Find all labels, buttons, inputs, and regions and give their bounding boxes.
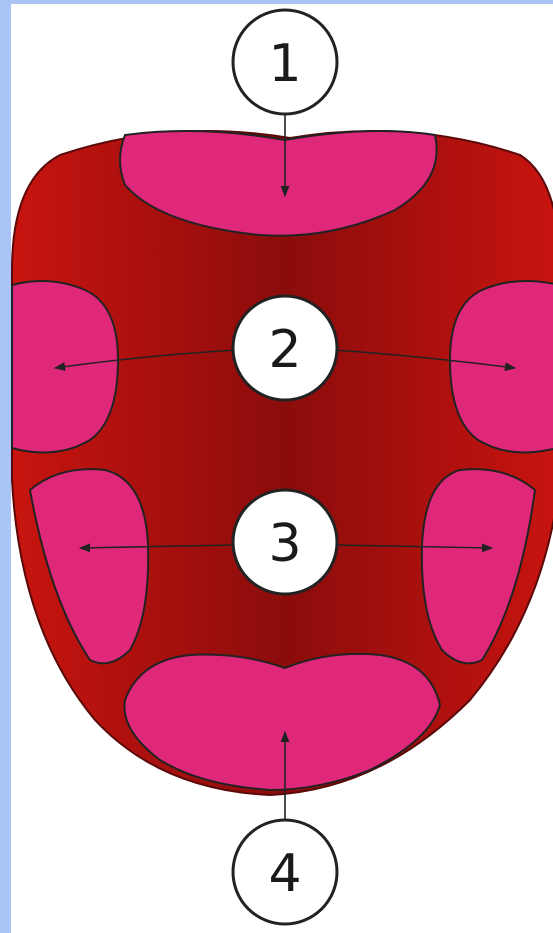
label-circle-1: 1 (233, 10, 337, 114)
label-circle-4: 4 (233, 820, 337, 924)
frame-left-edge (0, 0, 11, 933)
label-4: 4 (268, 844, 301, 904)
label-circle-2: 2 (233, 296, 337, 400)
label-3: 3 (268, 514, 301, 574)
frame-top-edge (0, 0, 553, 4)
label-2: 2 (268, 320, 301, 380)
label-circle-3: 3 (233, 490, 337, 594)
label-1: 1 (268, 34, 301, 94)
